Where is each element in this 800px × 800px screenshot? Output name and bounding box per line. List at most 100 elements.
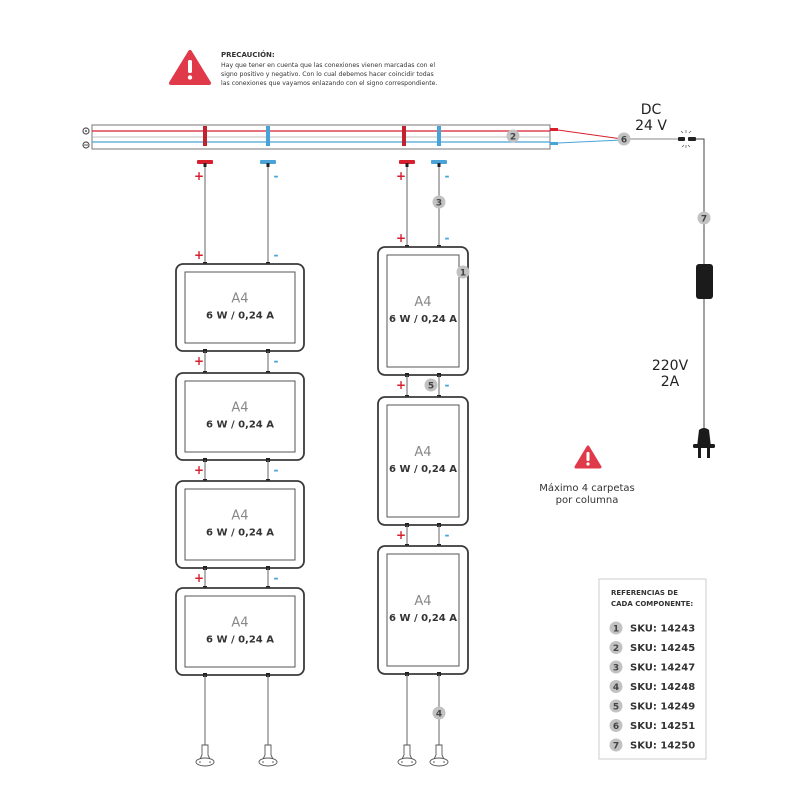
positive-sign: + <box>194 354 204 368</box>
panel-size: A4 <box>231 616 248 631</box>
negative-sign: - <box>445 528 450 542</box>
warning-title: PRECAUCIÓN: <box>221 50 275 59</box>
svg-text:4: 4 <box>613 683 619 693</box>
max-note-line1: Máximo 4 carpetas <box>539 482 635 494</box>
panel-spec: 6 W / 0,24 A <box>206 420 274 431</box>
warning-line: las conexiones que vayamos enlazando con… <box>221 80 437 87</box>
panel-spec: 6 W / 0,24 A <box>389 613 457 624</box>
reference-sku: SKU: 14247 <box>630 663 695 674</box>
badge-4: 4 <box>432 706 446 720</box>
svg-text:2: 2 <box>613 644 619 654</box>
panel-spec: 6 W / 0,24 A <box>206 311 274 322</box>
reference-item: 6 SKU: 14251 <box>609 719 695 732</box>
max-note-line2: por columna <box>556 495 619 506</box>
positive-clip-icon <box>203 126 207 146</box>
panel-spec: 6 W / 0,24 A <box>206 528 274 539</box>
reference-number-badge <box>609 621 623 635</box>
badge-1: 1 <box>456 265 470 279</box>
reference-number-badge <box>609 719 623 732</box>
svg-text:6: 6 <box>621 136 627 146</box>
svg-text:1: 1 <box>613 625 619 635</box>
light-panel: A46 W / 0,24 A <box>377 246 469 376</box>
reference-sku: SKU: 14250 <box>630 741 695 752</box>
svg-text:4: 4 <box>436 710 442 720</box>
panel-size: A4 <box>231 509 248 524</box>
positive-clip-icon <box>402 126 406 146</box>
reference-item: 4 SKU: 14248 <box>609 680 695 693</box>
warning-triangle-icon <box>574 445 602 469</box>
light-panel: A4 6 W / 0,24 A <box>175 263 305 352</box>
ac-current: 2A <box>661 374 680 390</box>
power-rail <box>82 124 705 264</box>
negative-connector-icon <box>260 160 276 167</box>
positive-sign: + <box>396 378 406 392</box>
floor-anchor-icon <box>258 744 278 767</box>
badge-7: 7 <box>697 211 711 225</box>
reference-number-badge <box>609 680 623 693</box>
reference-sku: SKU: 14251 <box>630 721 695 732</box>
rail-end-screw-icon <box>82 127 90 135</box>
light-panel: A4 6 W / 0,24 A <box>377 396 469 526</box>
max-panels-warning: Máximo 4 carpetas por columna <box>539 445 635 506</box>
negative-clip-icon <box>437 126 441 146</box>
negative-sign: - <box>274 169 279 183</box>
reference-item: 3 SKU: 14247 <box>609 660 695 674</box>
panel-size: A4 <box>231 401 248 416</box>
rail-end-screw-icon <box>82 141 90 149</box>
positive-sign: + <box>396 231 406 245</box>
panel-columns: + - + - A4 6 W / 0,24 A + - A4 6 W / 0,24 A + - A4 6 … <box>175 160 470 767</box>
panel-size: A4 <box>231 292 248 307</box>
panel-size: A4 <box>414 295 431 310</box>
panel-size: A4 <box>414 445 431 460</box>
references-title: CADA COMPONENTE: <box>611 600 693 608</box>
panel-spec: 6 W / 0,24 A <box>206 635 274 646</box>
warning-line: Hay que tener en cuenta que las conexion… <box>221 62 435 69</box>
light-panel: A4 6 W / 0,24 A <box>175 480 305 569</box>
dc-voltage: 24 V <box>635 118 667 134</box>
negative-clip-icon <box>266 126 270 146</box>
svg-text:2: 2 <box>510 133 516 143</box>
reference-sku: SKU: 14248 <box>630 682 695 693</box>
negative-sign: - <box>274 463 279 477</box>
positive-connector-icon <box>399 160 415 167</box>
svg-text:3: 3 <box>613 664 619 674</box>
dc-label: DC <box>641 102 662 118</box>
reference-sku: SKU: 14245 <box>630 643 695 654</box>
reference-item: 2 SKU: 14245 <box>609 641 695 654</box>
badge-6: 6 <box>617 132 631 146</box>
positive-connector-icon <box>197 160 213 167</box>
negative-sign: - <box>274 248 279 262</box>
dc-connector-icon <box>678 130 696 148</box>
reference-number-badge <box>609 641 623 654</box>
positive-sign: + <box>194 571 204 585</box>
svg-text:7: 7 <box>613 742 619 752</box>
warning-triangle-icon <box>169 50 211 85</box>
precaution-warning: PRECAUCIÓN: Hay que tener en cuenta que … <box>169 50 437 87</box>
power-plug-icon <box>693 428 715 458</box>
warning-line: signo positivo y negativo. Con lo cual d… <box>221 71 434 78</box>
positive-sign: + <box>194 248 204 262</box>
reference-number-badge <box>609 699 623 713</box>
positive-sign: + <box>396 169 406 183</box>
reference-sku: SKU: 14249 <box>630 702 695 713</box>
panel-spec: 6 W / 0,24 A <box>389 464 457 475</box>
panel-size: A4 <box>414 594 431 609</box>
reference-number-badge <box>609 738 623 752</box>
svg-text:6: 6 <box>613 722 619 732</box>
power-adapter-icon <box>696 264 713 299</box>
light-panel: A4 6 W / 0,24 A <box>175 587 305 676</box>
svg-text:1: 1 <box>460 269 466 279</box>
badge-5: 5 <box>424 378 438 392</box>
ac-voltage: 220V <box>652 358 689 374</box>
positive-sign: + <box>194 463 204 477</box>
negative-sign: - <box>445 231 450 245</box>
badge-3: 3 <box>432 195 446 209</box>
reference-item: 7 SKU: 14250 <box>609 738 695 752</box>
light-panel: A4 6 W / 0,24 A <box>175 372 305 461</box>
svg-text:7: 7 <box>701 215 707 225</box>
svg-text:5: 5 <box>613 703 619 713</box>
light-panel: A4 6 W / 0,24 A <box>377 545 469 675</box>
